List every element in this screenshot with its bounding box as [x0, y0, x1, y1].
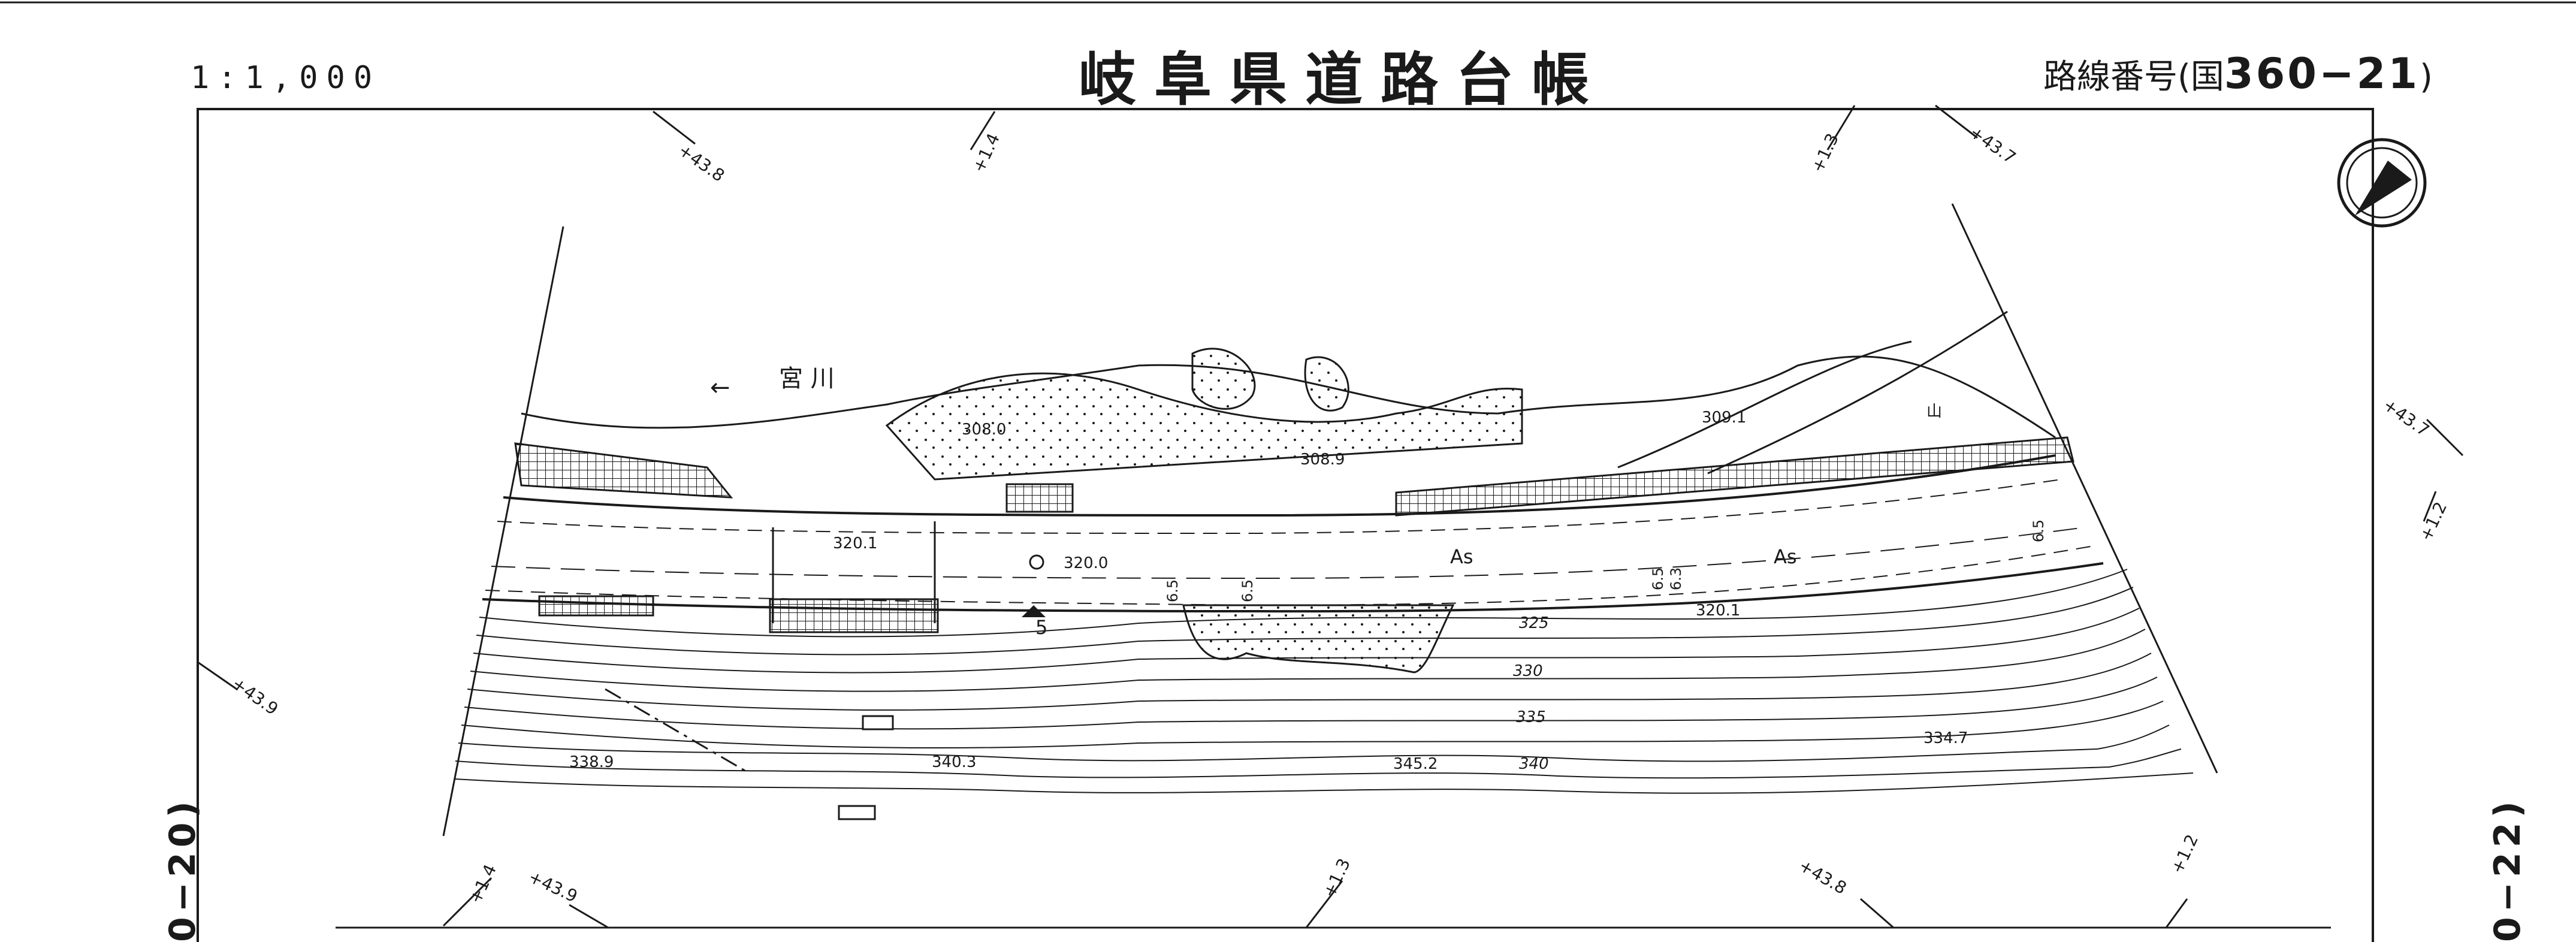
elevation-label: 320.1 [1696, 602, 1740, 620]
elevation-label: 320.1 [833, 535, 877, 552]
station-tick: +1.4 [968, 130, 1004, 176]
elevation-label: 334.7 [1923, 729, 1968, 747]
marker-number: 5 [1035, 616, 1047, 639]
width-label: 6.5 [2030, 520, 2047, 542]
width-label: 6.3 [1668, 567, 1684, 590]
elevation-label: 308.9 [1300, 451, 1345, 469]
pavement-label: As [1774, 545, 1797, 568]
station-tick: +43.7 [1966, 122, 2019, 168]
road-shoulder-bottom [485, 545, 2098, 606]
contour-label: 325 [1519, 614, 1549, 632]
map-frame [197, 108, 2374, 942]
elevation-label: 320.0 [1064, 554, 1108, 572]
station-tick: +1.2 [2415, 499, 2451, 544]
survey-point [1029, 554, 1044, 570]
station-tick: +43.9 [228, 674, 282, 719]
map-scale: 1:1,000 [191, 60, 381, 96]
station-tick: +43.8 [1796, 855, 1850, 898]
vegetation [1191, 348, 1256, 410]
wall-segment [538, 595, 654, 617]
map-symbol: 山 [1926, 403, 1942, 421]
river-label: 宮 川 [779, 365, 835, 393]
contour-label: 335 [1516, 708, 1546, 726]
river-arrow: ← [710, 374, 730, 401]
gravel-bar [885, 372, 1523, 481]
elevation-label: 338.9 [569, 753, 614, 771]
route-number: 路線番号(国360−21) [2043, 49, 2433, 98]
route-suffix: ) [2420, 58, 2433, 96]
area-edge-right [1951, 203, 2218, 774]
contour-label: 330 [1513, 662, 1543, 680]
station-tick: +1.4 [465, 861, 500, 907]
station-tick: +43.9 [526, 866, 581, 906]
retaining-wall [514, 442, 733, 499]
contour-label: 340 [1519, 755, 1549, 773]
elevation-label: 309.1 [1702, 409, 1746, 427]
road-centerline [491, 527, 2086, 579]
width-label: 6.5 [1239, 579, 1256, 602]
benchmark-marker [1022, 605, 1046, 617]
width-label: 6.5 [1650, 567, 1666, 590]
elevation-label: 308.0 [962, 421, 1006, 439]
boundary-line [605, 688, 750, 774]
guard-wall [1395, 436, 2074, 517]
bank-line [1707, 310, 2008, 475]
contour-lines [455, 569, 2194, 794]
building [862, 715, 894, 730]
area-edge-left [442, 226, 564, 837]
elevation-label: 345.2 [1393, 755, 1438, 773]
route-prefix: 路線番号(国 [2043, 58, 2224, 96]
width-label: 6.5 [1164, 579, 1181, 602]
station-tick: +43.7 [2379, 395, 2433, 440]
station-tick: +43.8 [675, 140, 728, 186]
station-ticks [197, 104, 2464, 929]
station-tick: +1.3 [1319, 855, 1354, 901]
road-edge-bottom [482, 562, 2104, 613]
road-edge-top [503, 454, 2056, 517]
road-shoulder-top [497, 479, 2062, 535]
bank-line [1617, 340, 1912, 469]
station-tick: +1.2 [2167, 831, 2202, 877]
pavement-label: As [1450, 545, 1473, 568]
station-tick: +1.3 [1807, 130, 1843, 176]
vegetation [1304, 356, 1349, 412]
north-arrow-icon [2337, 138, 2427, 228]
elevation-label: 340.3 [932, 753, 976, 771]
page-title: 岐阜県道路台帳 [1079, 46, 1607, 113]
building [838, 805, 876, 820]
structure [1005, 483, 1074, 513]
wall-segment [769, 598, 939, 633]
route-number-value: 360−21 [2224, 49, 2420, 98]
